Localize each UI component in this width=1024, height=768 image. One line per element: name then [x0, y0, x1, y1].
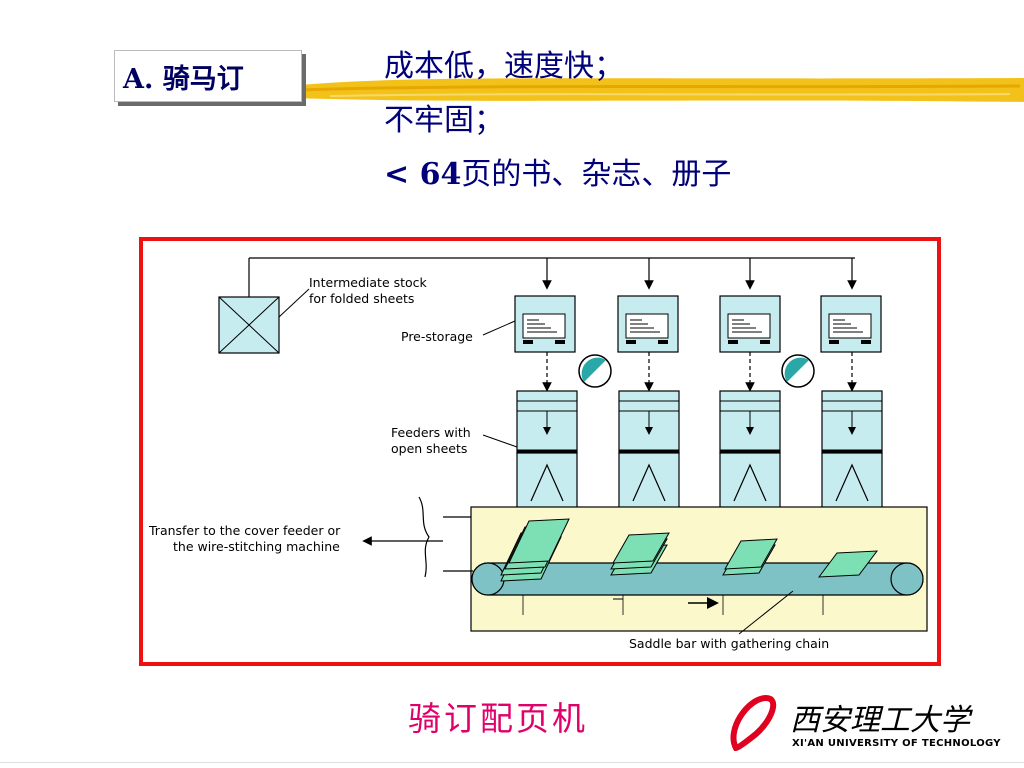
- label-intermediate-stock-1: Intermediate stock: [309, 275, 428, 290]
- label-transfer-2: the wire-stitching machine: [173, 539, 340, 554]
- gauge-icon: [781, 354, 815, 388]
- feed-arrows: [542, 258, 857, 290]
- feeder-unit: [618, 390, 680, 510]
- sheet-stacks: [500, 518, 879, 582]
- feeder-unit: [516, 390, 578, 510]
- feeder-unit: [719, 390, 781, 510]
- logo-english: XI'AN UNIVERSITY OF TECHNOLOGY: [792, 738, 1001, 749]
- diagram-caption: 骑订配页机: [408, 699, 588, 738]
- point-2: 不牢固；: [384, 103, 504, 138]
- slide-title-box: A. 骑马订: [114, 50, 302, 102]
- label-feeders-1: Feeders with: [391, 425, 471, 440]
- feeder-unit: [821, 390, 883, 510]
- bullet-points: 成本低，速度快； 不牢固； < 64页的书、杂志、册子: [384, 40, 731, 202]
- label-pre-storage: Pre-storage: [401, 329, 473, 344]
- exit-arrow: [362, 496, 473, 578]
- pre-storage-unit: [719, 295, 781, 353]
- label-transfer-1: Transfer to the cover feeder or: [148, 523, 341, 538]
- point-3-prefix: < 64: [384, 157, 462, 192]
- gathering-machine-diagram: Intermediate stock for folded sheets: [148, 257, 928, 651]
- feed-line: [248, 257, 855, 299]
- point-3: < 64页的书、杂志、册子: [384, 148, 731, 202]
- pre-storage-unit: [820, 295, 882, 353]
- feeder-units: [516, 390, 883, 510]
- diagram-frame: Intermediate stock for folded sheets: [139, 237, 941, 666]
- title-prefix: A.: [123, 63, 154, 95]
- label-saddle-bar: Saddle bar with gathering chain: [629, 636, 829, 651]
- pre-storage-unit: [617, 295, 679, 353]
- label-feeders-2: open sheets: [391, 441, 467, 456]
- label-intermediate-stock-2: for folded sheets: [309, 291, 414, 306]
- pre-storage-unit: [514, 295, 576, 353]
- title-text: 骑马订: [162, 63, 244, 95]
- point-1: 成本低，速度快；: [384, 49, 624, 84]
- slide-title: A. 骑马订: [115, 57, 244, 96]
- brush-stroke-decoration: [290, 78, 1024, 102]
- pre-storage-units: [514, 295, 882, 353]
- footer-divider: [0, 762, 1024, 763]
- university-logo: 西安理工大学: [730, 694, 973, 752]
- transfer-arrows: [542, 352, 857, 392]
- logo-chinese: 西安理工大学: [790, 703, 973, 738]
- intermediate-stock-box: [218, 296, 280, 354]
- point-3-text: 页的书、杂志、册子: [461, 157, 732, 192]
- gauge-icon: [578, 354, 612, 388]
